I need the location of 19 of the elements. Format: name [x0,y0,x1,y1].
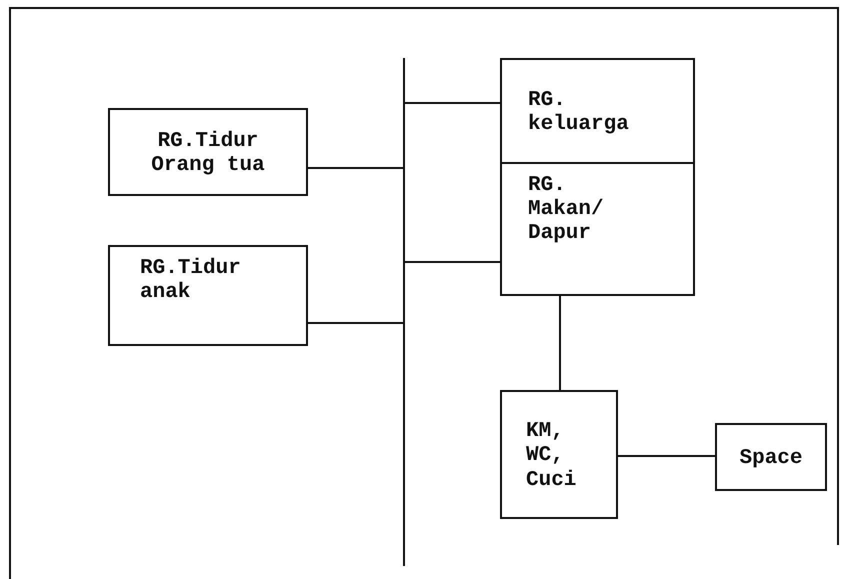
room-label: RG. keluarga [528,88,630,138]
room-label: RG. Makan/ Dapur [528,174,605,246]
connector-line [405,102,500,104]
room-label: KM, WC, Cuci [526,420,578,493]
room-box [108,245,308,346]
room-label: RG.Tidur Orang tua [150,130,266,178]
connector-line [559,296,561,390]
room-label: RG.Tidur anak [140,257,242,306]
room-label: Space [738,446,804,472]
connector-line [405,261,500,263]
connector-line [308,167,403,169]
room-box [500,162,695,296]
room-box [108,108,308,196]
room-box [500,58,695,164]
corridor-line [403,58,405,566]
connector-line [618,455,715,457]
connector-line [308,322,403,324]
room-box [715,423,827,491]
room-box [500,390,618,519]
